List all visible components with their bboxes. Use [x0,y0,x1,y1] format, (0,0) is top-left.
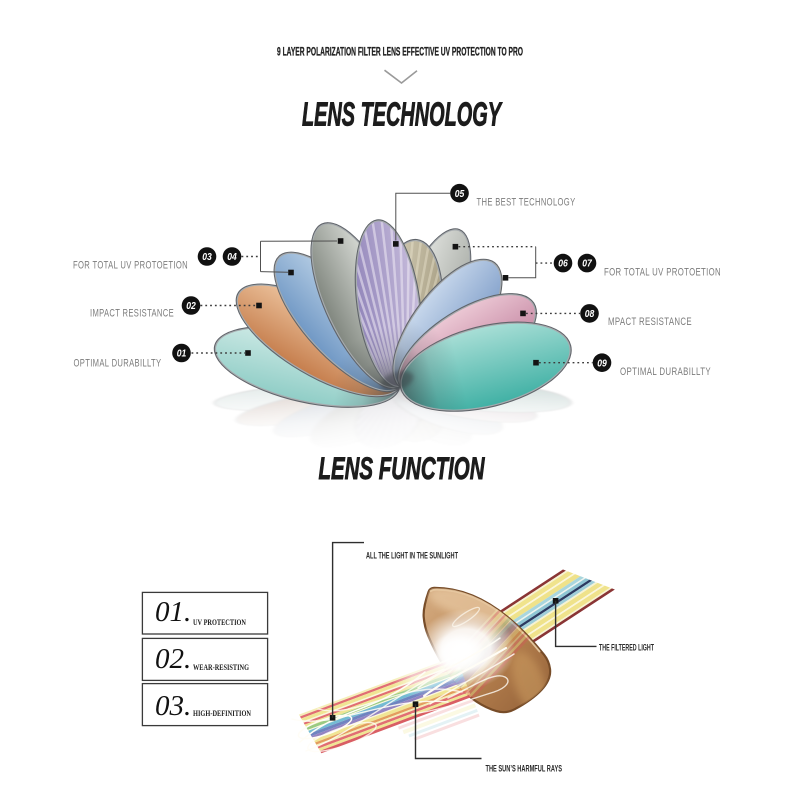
svg-text:02: 02 [186,300,196,312]
svg-text:FOR TOTAL UV PROTOETION: FOR TOTAL UV PROTOETION [604,267,721,279]
svg-text:09: 09 [597,358,607,370]
svg-text:03: 03 [202,251,212,263]
svg-text:08: 08 [585,308,595,320]
svg-text:OPTIMAL DURABILLTY: OPTIMAL DURABILLTY [74,358,162,370]
svg-text:LENS FUNCTION: LENS FUNCTION [319,450,486,486]
svg-text:HIGH-DEFINITION: HIGH-DEFINITION [193,708,252,718]
svg-text:06: 06 [558,258,568,270]
svg-text:02.: 02. [155,643,191,675]
svg-text:LENS TECHNOLOGY: LENS TECHNOLOGY [302,97,503,134]
svg-text:IMPACT RESISTANCE: IMPACT RESISTANCE [90,308,174,320]
svg-text:01.: 01. [155,596,191,628]
svg-text:05: 05 [455,188,465,200]
svg-text:THE SUN’S HARMFUL RAYS: THE SUN’S HARMFUL RAYS [486,764,563,775]
svg-text:UV PROTECTION: UV PROTECTION [193,617,247,627]
svg-text:WEAR-RESISTING: WEAR-RESISTING [193,662,249,672]
svg-text:OPTIMAL DURABILLTY: OPTIMAL DURABILLTY [620,366,711,378]
svg-text:04: 04 [227,251,237,263]
svg-text:FOR TOTAL UV PROTOETION: FOR TOTAL UV PROTOETION [73,260,188,272]
svg-text:THE FILTERED LIGHT: THE FILTERED LIGHT [599,643,654,654]
svg-text:07: 07 [582,258,592,270]
svg-text:03.: 03. [155,690,191,722]
svg-text:9 LAYER POLARIZATION FILTER LE: 9 LAYER POLARIZATION FILTER LENS EFFECTI… [277,47,523,59]
svg-text:THE BEST TECHNOLOGY: THE BEST TECHNOLOGY [477,197,576,209]
svg-text:ALL THE LIGHT IN THE SUNLIGHT: ALL THE LIGHT IN THE SUNLIGHT [366,551,458,562]
svg-text:MPACT RESISTANCE: MPACT RESISTANCE [608,316,692,328]
svg-text:01: 01 [177,348,187,360]
